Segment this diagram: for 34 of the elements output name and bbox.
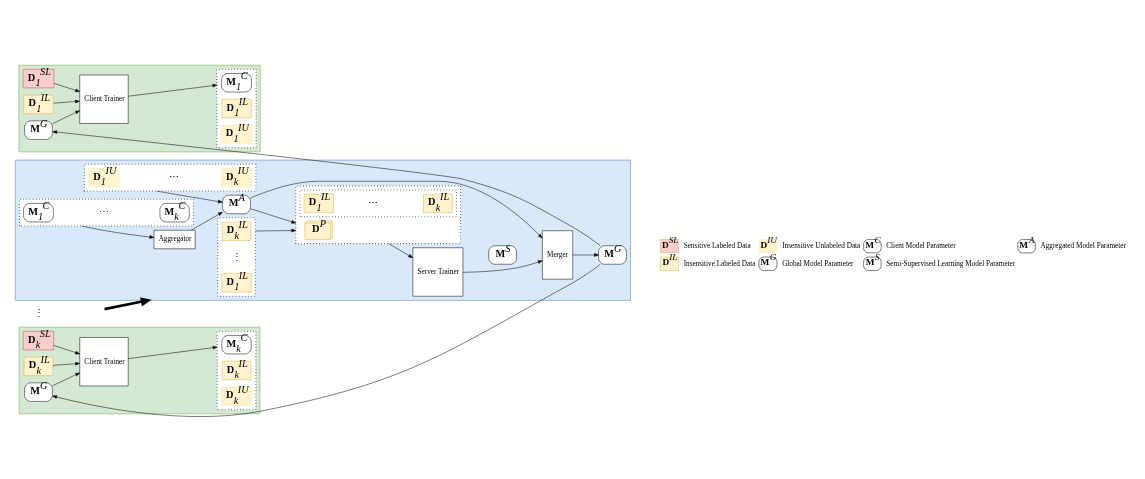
arrow: [128, 83, 218, 97]
cluster: [299, 189, 457, 218]
label: ⋮: [33, 307, 44, 319]
arrow: [81, 225, 155, 239]
arrow: [52, 264, 601, 417]
label: ⋮: [231, 250, 242, 262]
arrow: [53, 99, 80, 104]
cluster: [216, 68, 257, 149]
cluster: [295, 185, 462, 245]
cluster: [14, 159, 631, 301]
arrow: [53, 83, 80, 92]
arrow: [462, 260, 543, 273]
arrow: [52, 372, 80, 387]
arrow: [388, 243, 414, 258]
label: ⋯: [98, 206, 109, 218]
arrow: [255, 228, 297, 233]
arrow: [572, 253, 599, 257]
arrow: [52, 110, 80, 124]
cluster: [18, 64, 261, 153]
label: ⋯: [367, 196, 378, 208]
cluster: [216, 330, 257, 411]
arrow: [250, 180, 543, 239]
arrow: [53, 345, 80, 355]
arrow: [52, 130, 601, 246]
label: ⋯: [169, 171, 180, 183]
cluster: [18, 198, 194, 227]
cluster: [217, 217, 256, 297]
arrow: [191, 211, 223, 231]
arrow: [250, 208, 297, 224]
arrow: [52, 362, 80, 366]
arrow: [104, 297, 152, 311]
arrow: [128, 346, 218, 359]
cluster: [18, 326, 261, 415]
cluster: [83, 163, 257, 192]
